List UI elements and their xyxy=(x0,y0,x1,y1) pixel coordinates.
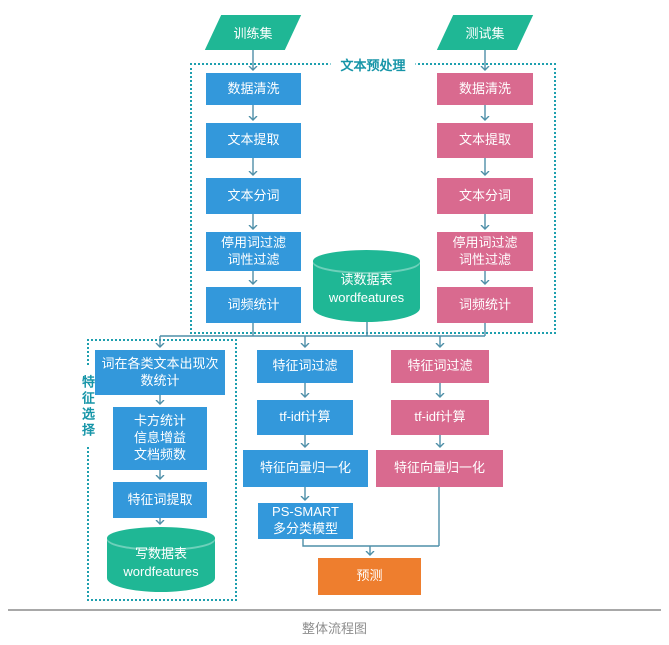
node-chi-square-stats: 卡方统计 信息增益 文档频数 xyxy=(113,407,207,470)
node-training-set-label: 训练集 xyxy=(233,26,273,41)
node-train-data-clean: 数据清洗 xyxy=(206,73,301,105)
node-train-text-extract: 文本提取 xyxy=(206,123,301,158)
node-word-count-by-class: 词在各类文本出现次 数统计 xyxy=(95,350,225,395)
node-test-stopword-filter: 停用词过滤 词性过滤 xyxy=(437,232,533,271)
node-test-set: 测试集 xyxy=(436,15,534,50)
node-test-feature-word-filter: 特征词过滤 xyxy=(391,350,489,383)
db-write-wordfeatures: 写数据表 wordfeatures xyxy=(107,527,215,592)
db-read-wordfeatures: 读数据表 wordfeatures xyxy=(313,250,420,322)
node-train-tfidf: tf-idf计算 xyxy=(257,400,353,435)
node-train-feature-word-filter: 特征词过滤 xyxy=(257,350,353,383)
node-test-text-segment: 文本分词 xyxy=(437,178,533,214)
db-write-wordfeatures-label: 写数据表 wordfeatures xyxy=(123,545,199,579)
node-ps-smart-model: PS-SMART 多分类模型 xyxy=(258,503,353,539)
node-train-text-segment: 文本分词 xyxy=(206,178,301,214)
node-test-tfidf: tf-idf计算 xyxy=(391,400,489,435)
node-feature-word-extract: 特征词提取 xyxy=(113,482,207,518)
node-train-word-freq: 词频统计 xyxy=(206,287,301,323)
node-train-stopword-filter: 停用词过滤 词性过滤 xyxy=(206,232,301,271)
cylinder-top xyxy=(313,250,420,272)
diagram-caption: 整体流程图 xyxy=(301,621,367,636)
db-read-wordfeatures-label: 读数据表 wordfeatures xyxy=(328,272,405,305)
node-test-word-freq: 词频统计 xyxy=(437,287,533,323)
node-test-data-clean: 数据清洗 xyxy=(437,73,533,105)
group-feature-selection-label: 特征选择 xyxy=(78,367,97,447)
node-test-text-extract: 文本提取 xyxy=(437,123,533,158)
node-test-set-label: 测试集 xyxy=(465,26,505,41)
node-test-vector-normalize: 特征向量归一化 xyxy=(376,450,503,487)
node-predict: 预测 xyxy=(318,558,421,595)
group-text-preprocessing-label: 文本预处理 xyxy=(330,55,416,74)
node-train-vector-normalize: 特征向量归一化 xyxy=(243,450,368,487)
node-training-set: 训练集 xyxy=(204,15,302,50)
footer-divider xyxy=(8,609,661,611)
